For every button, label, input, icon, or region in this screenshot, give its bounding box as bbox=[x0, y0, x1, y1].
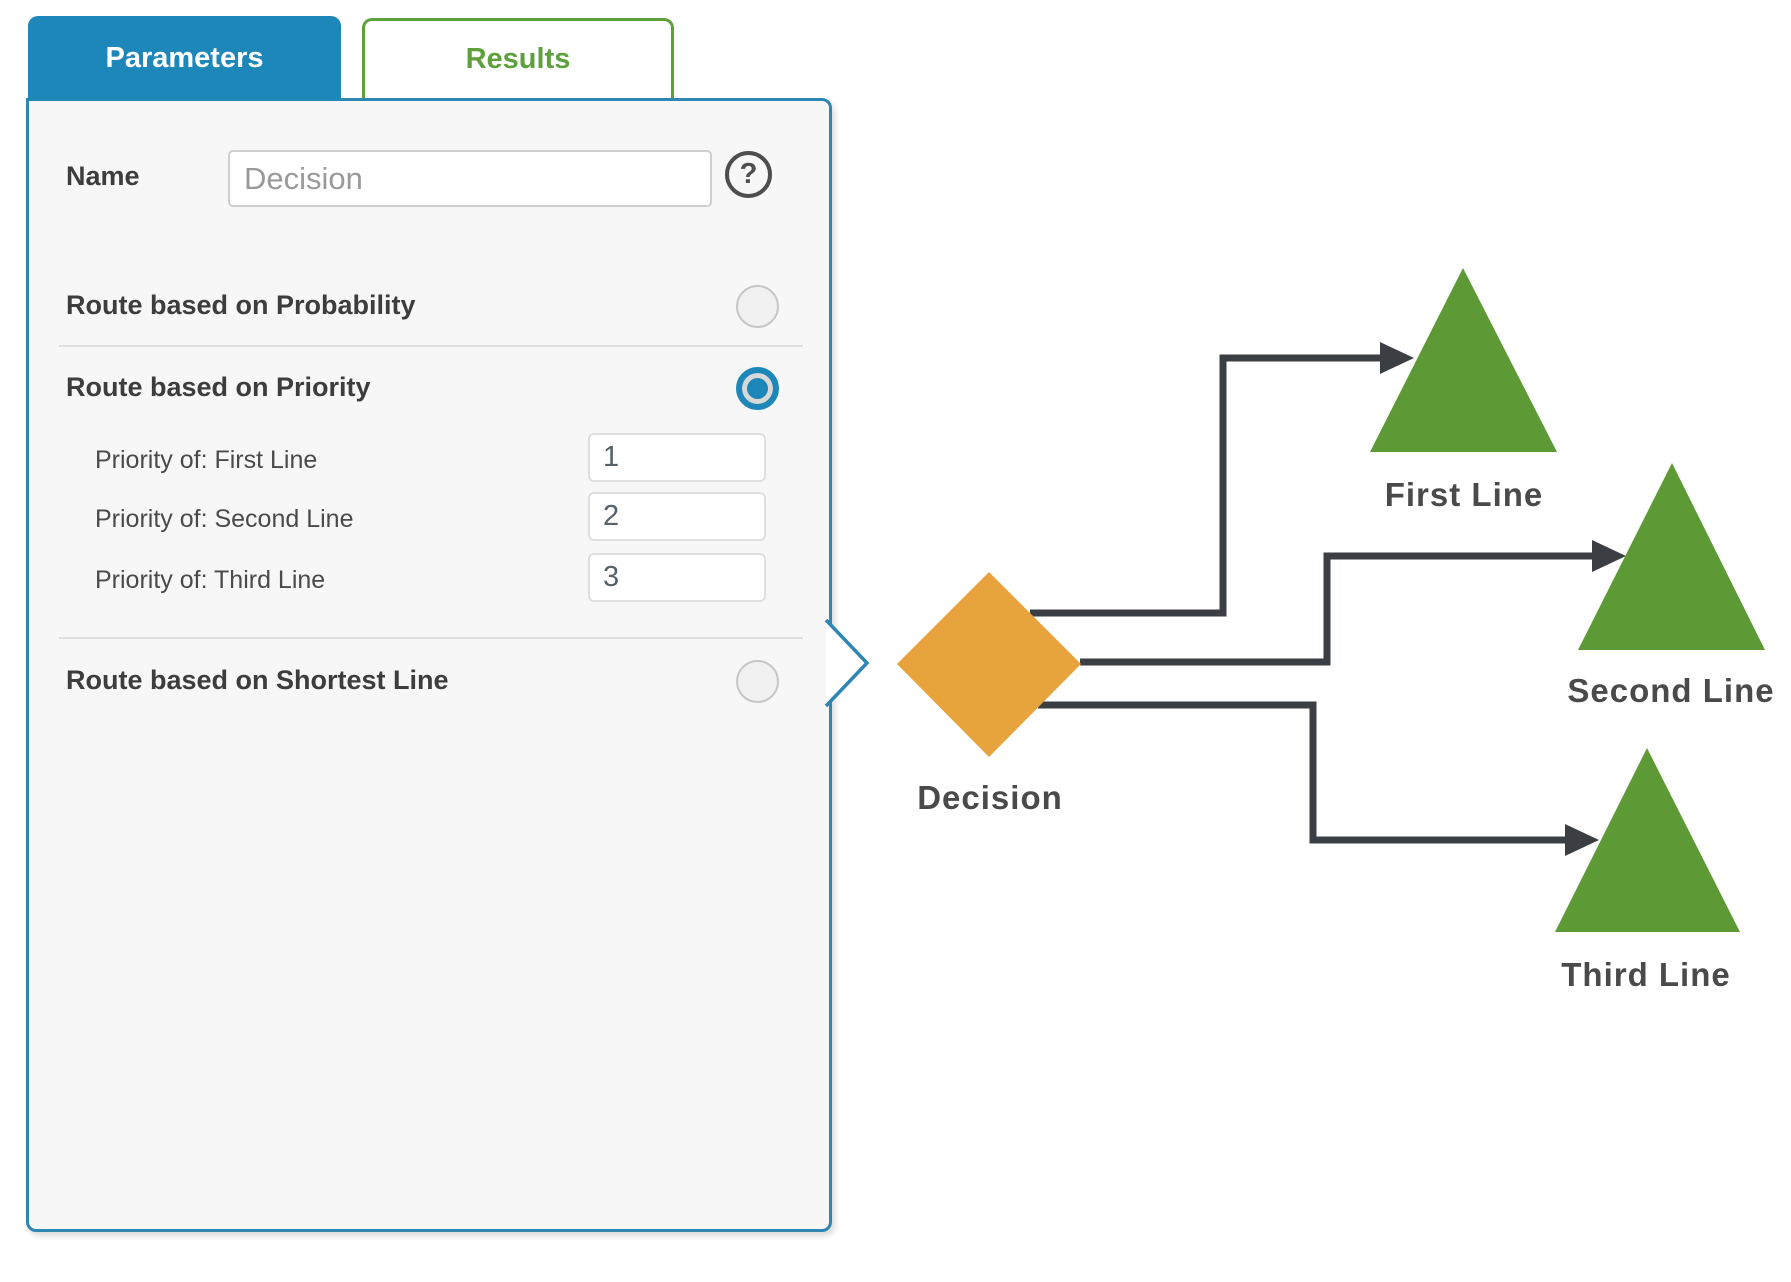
route-priority-radio[interactable] bbox=[736, 367, 779, 410]
priority-third-line-label: Priority of: Third Line bbox=[95, 566, 326, 594]
route-shortest-line-label: Route based on Shortest Line bbox=[66, 665, 449, 695]
second-line-triangle-node[interactable] bbox=[1578, 463, 1765, 650]
route-probability-radio[interactable] bbox=[736, 285, 779, 328]
priority-first-line-label: Priority of: First Line bbox=[95, 446, 318, 474]
third-line-node-label: Third Line bbox=[1561, 956, 1731, 993]
connector-third-line[interactable] bbox=[1038, 701, 1568, 844]
route-priority-label: Route based on Priority bbox=[66, 372, 371, 402]
tab-results[interactable]: Results bbox=[362, 18, 674, 98]
first-line-node-label: First Line bbox=[1384, 476, 1544, 513]
divider bbox=[59, 637, 803, 639]
connector-first-line[interactable] bbox=[1030, 354, 1383, 617]
name-input[interactable] bbox=[228, 150, 712, 207]
tab-results-label: Results bbox=[465, 43, 571, 75]
arrowhead-second-line bbox=[1592, 540, 1626, 572]
arrowhead-first-line bbox=[1380, 342, 1414, 374]
divider bbox=[59, 345, 803, 347]
connector-second-line[interactable] bbox=[1080, 552, 1595, 666]
priority-first-line-input[interactable] bbox=[588, 433, 766, 482]
tab-parameters[interactable]: Parameters bbox=[28, 16, 341, 100]
first-line-triangle-node[interactable] bbox=[1370, 268, 1557, 452]
decision-node-label: Decision bbox=[917, 779, 1063, 816]
second-line-node-label: Second Line bbox=[1567, 672, 1775, 709]
route-probability-label: Route based on Probability bbox=[66, 290, 416, 320]
priority-second-line-label: Priority of: Second Line bbox=[95, 505, 354, 533]
arrowhead-third-line bbox=[1565, 824, 1599, 856]
route-shortest-line-radio[interactable] bbox=[736, 660, 779, 703]
priority-second-line-input[interactable] bbox=[588, 492, 766, 541]
tab-parameters-label: Parameters bbox=[105, 41, 264, 74]
parameters-panel: Name ? Route based on Probability Route … bbox=[26, 98, 832, 1232]
priority-third-line-input[interactable] bbox=[588, 553, 766, 602]
panel-callout-pointer bbox=[824, 618, 870, 708]
help-icon[interactable]: ? bbox=[725, 151, 772, 198]
question-mark-glyph: ? bbox=[739, 158, 758, 190]
decision-diamond-node[interactable] bbox=[897, 572, 1081, 757]
name-label: Name bbox=[66, 161, 140, 191]
third-line-triangle-node[interactable] bbox=[1555, 748, 1740, 932]
